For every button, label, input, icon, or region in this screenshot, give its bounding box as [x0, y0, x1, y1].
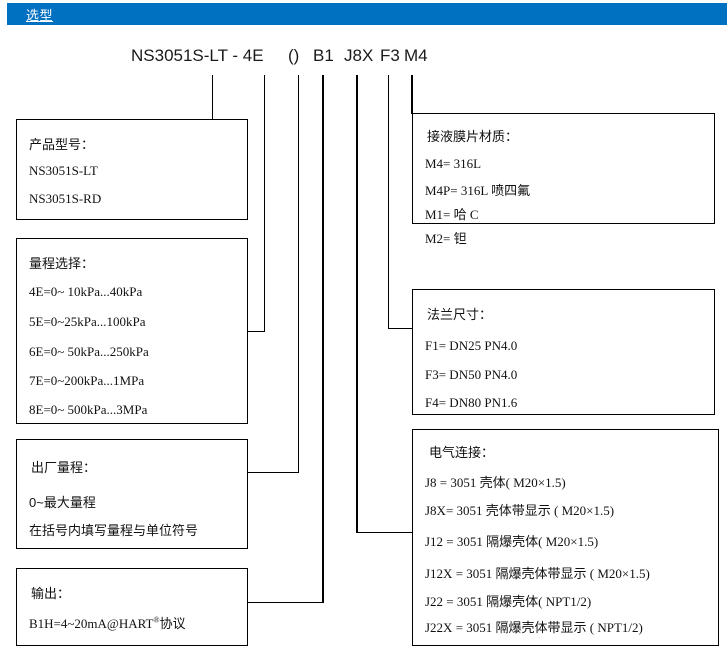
box-factory-item: 0~最大量程 [29, 495, 96, 510]
code-segment-material: M4 [404, 46, 428, 65]
connector-product-vertical [212, 75, 213, 119]
code-segment-flange: F3 [380, 46, 400, 65]
code-segment-electrical: J8X [344, 46, 374, 65]
connector-material-vertical [411, 75, 413, 114]
title-banner: 选型 [7, 3, 727, 25]
box-output-item-prefix: B1H=4~20mA@HART [29, 616, 154, 631]
box-diaphragm-material: 接液膜片材质： M4= 316L M4P= 316L 喷四氟 M1= 哈 C M… [412, 113, 715, 246]
box-range-selection: 量程选择： 4E=0~ 10kPa...40kPa 5E=0~25kPa...1… [16, 238, 248, 424]
connector-output-vertical [322, 75, 324, 602]
box-material-item: M2= 钽 [425, 231, 467, 246]
box-factory-range: 出厂量程： 0~最大量程 在括号内填写量程与单位符号 [16, 439, 248, 549]
box-product-heading: 产品型号： [29, 137, 95, 152]
connector-output-horizontal [240, 602, 324, 603]
connector-factory-vertical [298, 75, 299, 472]
box-flange-item: F1= DN25 PN4.0 [425, 338, 518, 353]
box-electrical-item: J22X = 3051 隔爆壳体带显示 ( NPT1/2) [425, 620, 643, 635]
box-material-item: M1= 哈 C [425, 207, 479, 222]
box-material-item: M4P= 316L 喷四氟 [425, 183, 531, 198]
connector-flange-horizontal [388, 328, 413, 329]
box-product-model: 产品型号： NS3051S-LT NS3051S-RD [16, 119, 248, 220]
page-title: 选型 [26, 8, 54, 23]
box-electrical-heading: 电气连接： [429, 445, 495, 460]
box-output-item-suffix: 协议 [159, 616, 186, 631]
connector-electrical-vertical [356, 75, 358, 532]
code-segment-model: NS3051S-LT - 4E [131, 46, 264, 65]
model-code-line: NS3051S-LT - 4E () B1 J8X F3 M4 [0, 46, 727, 72]
box-electrical-item: J22 = 3051 隔爆壳体( NPT1/2) [425, 594, 592, 609]
box-range-item: 4E=0~ 10kPa...40kPa [29, 284, 143, 299]
box-range-item: 6E=0~ 50kPa...250kPa [29, 344, 149, 359]
code-segment-range: () [288, 46, 300, 65]
connector-flange-vertical [388, 75, 389, 328]
box-flange-size: 法兰尺寸： F1= DN25 PN4.0 F3= DN50 PN4.0 F4= … [412, 289, 715, 415]
connector-electrical-horizontal [356, 532, 413, 533]
box-range-heading: 量程选择： [29, 256, 95, 271]
code-segment-output: B1 [313, 46, 334, 65]
box-output: 输出： B1H=4~20mA@HART®协议 [16, 568, 248, 646]
box-electrical-item: J8X= 3051 壳体带显示 ( M20×1.5) [425, 503, 615, 518]
connector-range-horizontal [234, 331, 265, 332]
box-range-item: 7E=0~200kPa...1MPa [29, 373, 145, 388]
box-output-heading: 输出： [31, 586, 71, 601]
box-output-item: B1H=4~20mA@HART®协议 [29, 613, 186, 632]
connector-factory-horizontal [240, 472, 299, 473]
box-material-item: M4= 316L [425, 156, 482, 171]
box-electrical-item: J12X = 3051 隔爆壳体带显示 ( M20×1.5) [425, 566, 650, 581]
box-factory-item: 在括号内填写量程与单位符号 [29, 523, 199, 538]
registered-trademark-icon: ® [153, 615, 160, 625]
box-product-item: NS3051S-RD [29, 191, 102, 206]
box-range-item: 8E=0~ 500kPa...3MPa [29, 402, 148, 417]
box-electrical-item: J8 = 3051 壳体( M20×1.5) [425, 475, 566, 490]
connector-range-vertical [264, 75, 265, 331]
box-product-item: NS3051S-LT [29, 163, 98, 178]
box-electrical-item: J12 = 3051 隔爆壳体( M20×1.5) [425, 534, 599, 549]
box-flange-item: F4= DN80 PN1.6 [425, 395, 518, 410]
box-electrical-connection: 电气连接： J8 = 3051 壳体( M20×1.5) J8X= 3051 壳… [412, 429, 719, 646]
box-flange-item: F3= DN50 PN4.0 [425, 367, 518, 382]
box-factory-heading: 出厂量程： [31, 460, 97, 475]
box-material-heading: 接液膜片材质： [427, 129, 519, 144]
box-flange-heading: 法兰尺寸： [427, 307, 493, 322]
box-range-item: 5E=0~25kPa...100kPa [29, 314, 146, 329]
